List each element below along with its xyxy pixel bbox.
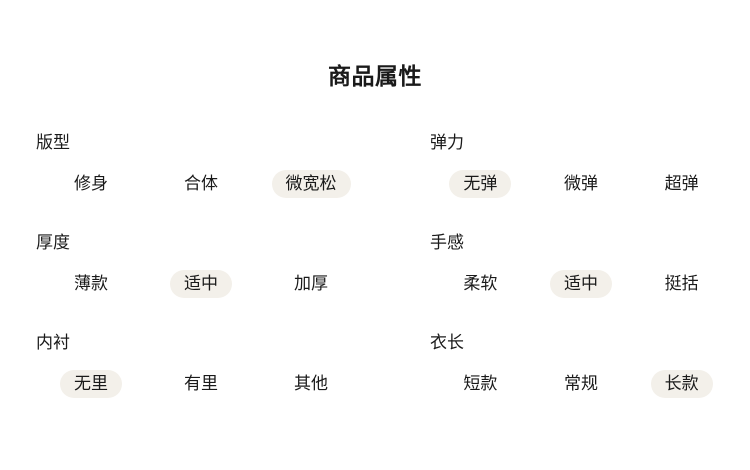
- attribute-option[interactable]: 挺括: [664, 274, 699, 293]
- attribute-label: 手感: [430, 233, 464, 252]
- attribute-option[interactable]: 其他: [294, 374, 328, 393]
- attribute-option-selected[interactable]: 微宽松: [271, 170, 351, 198]
- attribute-option[interactable]: 薄款: [74, 274, 108, 293]
- attribute-label: 厚度: [36, 233, 70, 252]
- attribute-option-selected[interactable]: 长款: [650, 370, 713, 398]
- attribute-option[interactable]: 加厚: [294, 274, 328, 293]
- attribute-label: 弹力: [430, 133, 464, 152]
- attributes-grid: 版型修身 合体 微宽松 弹力无弹 微弹 超弹厚度薄款 适中 加厚 手感柔软 适中 挺括内衬无里 有里 其…: [0, 132, 750, 432]
- attribute-option-selected[interactable]: 适中: [170, 270, 232, 298]
- attribute-option[interactable]: 柔软: [463, 274, 498, 293]
- attribute-group-衣长: 衣长短款 常规 长款: [398, 332, 750, 432]
- attribute-options: 薄款 适中 加厚: [36, 270, 366, 298]
- attribute-options: 无弹 微弹 超弹: [430, 170, 732, 198]
- attribute-group-版型: 版型修身 合体 微宽松: [0, 132, 398, 232]
- attribute-option-selected[interactable]: 适中: [549, 270, 612, 298]
- attribute-label: 内衬: [36, 333, 70, 352]
- page-title: 商品属性: [328, 63, 422, 89]
- attribute-option[interactable]: 修身: [74, 174, 108, 193]
- attribute-option-selected[interactable]: 无弹: [449, 170, 512, 198]
- attribute-option[interactable]: 合体: [184, 174, 218, 193]
- attribute-label: 衣长: [430, 333, 464, 352]
- attribute-option[interactable]: 微弹: [563, 174, 598, 193]
- attribute-label: 版型: [36, 133, 70, 152]
- attribute-options: 无里 有里 其他: [36, 370, 366, 398]
- attribute-options: 柔软 适中 挺括: [430, 270, 732, 298]
- attribute-option[interactable]: 有里: [184, 374, 218, 393]
- attribute-group-厚度: 厚度薄款 适中 加厚: [0, 232, 398, 332]
- attribute-group-弹力: 弹力无弹 微弹 超弹: [398, 132, 750, 232]
- attribute-group-手感: 手感柔软 适中 挺括: [398, 232, 750, 332]
- attribute-group-内衬: 内衬无里 有里 其他: [0, 332, 398, 432]
- attribute-option[interactable]: 常规: [563, 374, 598, 393]
- attribute-option[interactable]: 短款: [463, 374, 498, 393]
- attribute-options: 修身 合体 微宽松: [36, 170, 366, 198]
- attribute-option-selected[interactable]: 无里: [60, 370, 122, 398]
- attribute-option[interactable]: 超弹: [664, 174, 699, 193]
- attribute-options: 短款 常规 长款: [430, 370, 732, 398]
